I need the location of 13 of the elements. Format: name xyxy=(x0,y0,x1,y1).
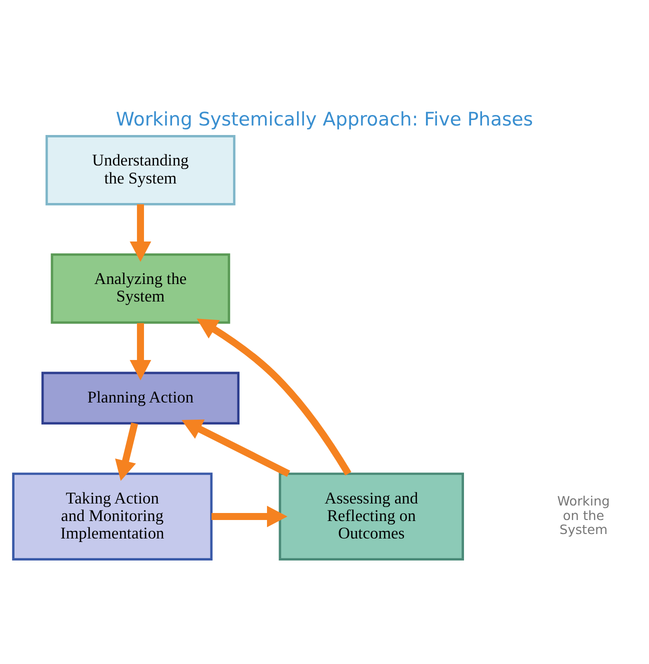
node-box: Assessing and Reflecting on Outcomes xyxy=(278,472,464,560)
node-box: Understanding the System xyxy=(46,134,236,205)
node-box: Planning Action xyxy=(41,371,240,424)
label: Working on the System xyxy=(557,494,610,538)
arrow xyxy=(212,505,288,527)
node-box: Taking Action and Monitoring Implementation xyxy=(12,472,213,560)
diagram-title: Working Systemically Approach: Five Phases xyxy=(116,108,534,130)
arrow xyxy=(130,204,152,262)
arrow xyxy=(182,419,290,476)
arrow xyxy=(130,322,152,380)
arrow xyxy=(115,422,138,480)
node-box: Analyzing the System xyxy=(50,252,230,324)
arrow xyxy=(196,318,352,476)
